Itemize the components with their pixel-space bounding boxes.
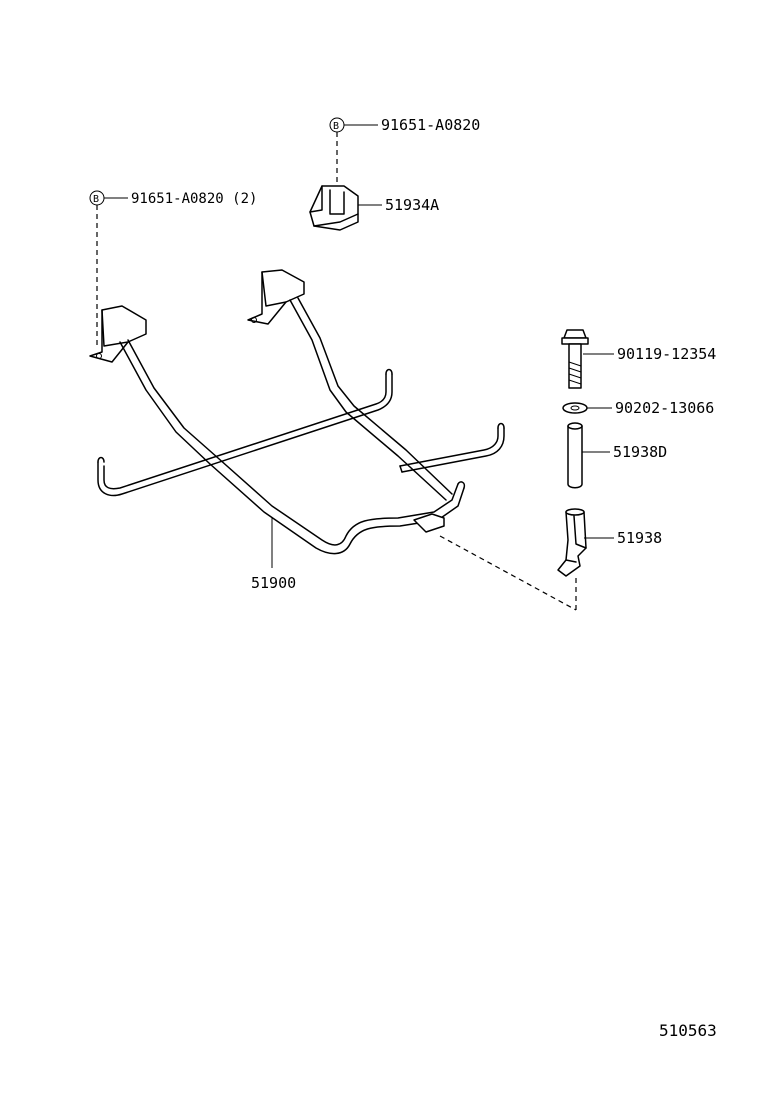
- label-washer: 90202-13066: [615, 399, 714, 417]
- b-marker-left-text: B: [93, 194, 99, 205]
- carrier-frame-51900: 51900: [89, 269, 577, 611]
- collar-51938d: 51938D: [567, 422, 667, 489]
- label-bolt-top: 91651-A0820: [381, 116, 480, 134]
- bolt-top-callout: B 91651-A0820: [329, 116, 480, 192]
- bracket-51938: 51938: [557, 508, 662, 577]
- bolt-90119: 90119-12354: [561, 329, 716, 389]
- label-bracket: 51934A: [385, 196, 439, 214]
- label-collar: 51938D: [613, 443, 667, 461]
- washer-90202: 90202-13066: [562, 399, 714, 417]
- label-carrier-frame: 51900: [251, 574, 296, 592]
- b-marker-top-text: B: [333, 121, 339, 132]
- bolt-left-callout: B 91651-A0820 (2): [89, 190, 257, 345]
- diagram-code: 510563: [659, 1021, 717, 1040]
- label-bolt-left: 91651-A0820 (2): [131, 191, 257, 207]
- label-bolt-right: 90119-12354: [617, 345, 716, 363]
- bracket-51934a: 51934A: [309, 185, 439, 231]
- label-bracket-lower: 51938: [617, 529, 662, 547]
